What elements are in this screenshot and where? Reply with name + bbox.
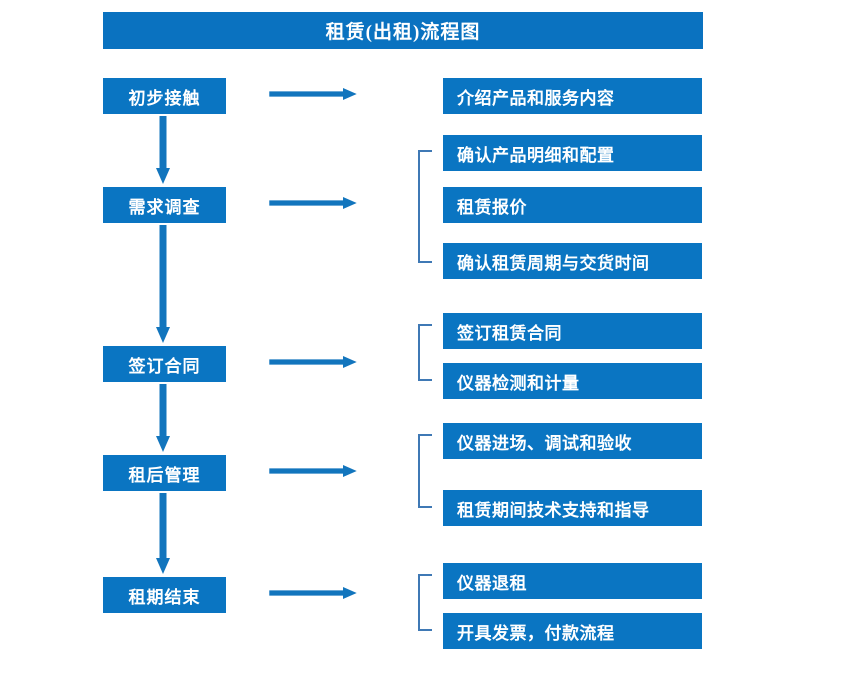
arrow-right-post-rental-management xyxy=(269,465,357,477)
detail-box-instrument-entry-commissioning[interactable]: 仪器进场、调试和验收 xyxy=(443,423,702,459)
arrow-right-demand-survey xyxy=(269,197,357,209)
group-bracket-post-rental-management xyxy=(418,434,432,508)
detail-box-sign-lease-contract[interactable]: 签订租赁合同 xyxy=(443,313,702,349)
detail-box-instrument-return[interactable]: 仪器退租 xyxy=(443,563,702,599)
detail-box-confirm-product-details[interactable]: 确认产品明细和配置 xyxy=(443,135,702,171)
arrow-right-sign-contract xyxy=(269,356,357,368)
group-bracket-lease-end xyxy=(418,574,432,631)
arrow-right-lease-end xyxy=(269,587,357,599)
detail-box-introduce-products[interactable]: 介绍产品和服务内容 xyxy=(443,78,702,114)
stage-box-demand-survey[interactable]: 需求调查 xyxy=(103,187,226,223)
stage-box-lease-end[interactable]: 租期结束 xyxy=(103,577,226,613)
detail-box-confirm-lease-period[interactable]: 确认租赁周期与交货时间 xyxy=(443,243,702,279)
arrow-down-initial-to-demand xyxy=(156,116,170,184)
stage-box-initial-contact[interactable]: 初步接触 xyxy=(103,78,226,114)
detail-box-rental-quotation[interactable]: 租赁报价 xyxy=(443,187,702,223)
page-title: 租赁(出租)流程图 xyxy=(103,12,703,49)
group-bracket-demand-survey xyxy=(418,150,432,263)
arrow-right-initial-contact xyxy=(269,88,357,100)
arrow-down-contract-to-management xyxy=(156,384,170,452)
arrow-down-demand-to-contract xyxy=(156,225,170,343)
detail-box-technical-support[interactable]: 租赁期间技术支持和指导 xyxy=(443,490,702,526)
detail-box-invoice-payment[interactable]: 开具发票，付款流程 xyxy=(443,613,702,649)
group-bracket-sign-contract xyxy=(418,324,432,381)
detail-box-instrument-inspection[interactable]: 仪器检测和计量 xyxy=(443,363,702,399)
arrow-down-management-to-end xyxy=(156,493,170,574)
stage-box-post-rental-management[interactable]: 租后管理 xyxy=(103,455,226,491)
stage-box-sign-contract[interactable]: 签订合同 xyxy=(103,346,226,382)
